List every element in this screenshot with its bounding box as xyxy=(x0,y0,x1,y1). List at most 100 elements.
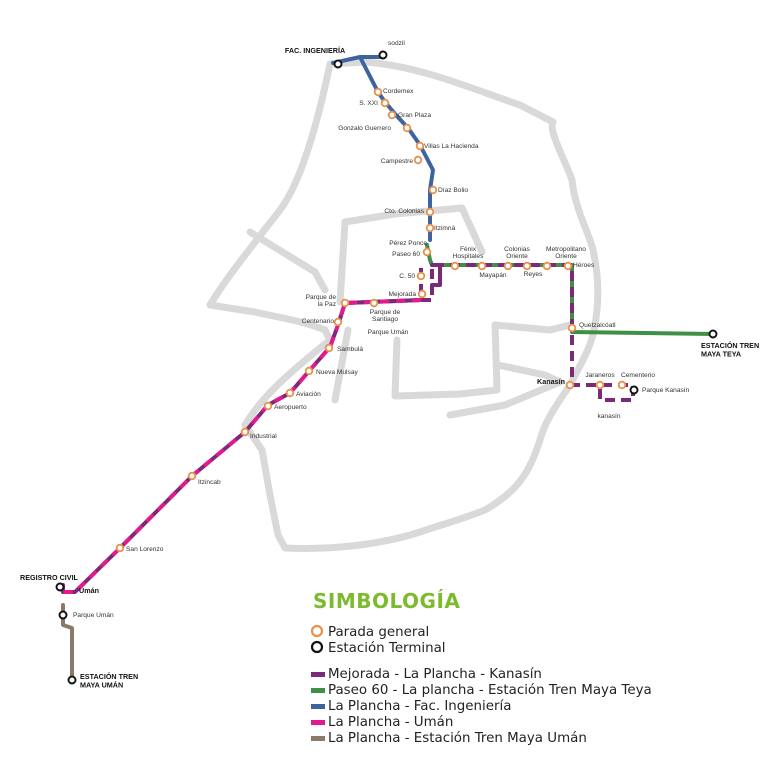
route-mejorada-loop xyxy=(430,263,442,287)
stop-marker xyxy=(373,87,383,97)
stop-marker xyxy=(563,261,573,271)
terminal-marker xyxy=(629,385,639,395)
stop-marker xyxy=(567,323,577,333)
stop-label: Aviación xyxy=(296,391,321,398)
stop-label: Quetzalcóatl xyxy=(579,322,616,329)
stop-label: Pérez Ponce xyxy=(389,240,427,247)
stop-marker xyxy=(503,261,513,271)
route-la-plancha-uman xyxy=(61,298,422,594)
stop-label: Centenario xyxy=(302,318,335,325)
stop-marker xyxy=(542,261,552,271)
stop-label: Villas La Hacienda xyxy=(424,143,479,150)
stop-label: San Lorenzo xyxy=(126,546,164,553)
stop-label: Cordemex xyxy=(383,88,414,95)
stop-marker xyxy=(285,388,295,398)
legend-swatch xyxy=(311,720,325,725)
stop-label: Jaraneros xyxy=(585,372,615,379)
stop-label: Mayapán xyxy=(479,272,506,279)
stop-marker xyxy=(115,543,125,553)
stop-marker xyxy=(187,471,197,481)
stop-marker xyxy=(565,380,575,390)
terminal-marker xyxy=(55,582,65,592)
stop-marker xyxy=(340,298,350,308)
legend-route-label: La Plancha - Estación Tren Maya Umán xyxy=(328,730,587,746)
stop-general-icon xyxy=(310,624,324,638)
stop-marker xyxy=(402,123,412,133)
stop-label: Reyes xyxy=(524,271,543,278)
stop-label: Gran Plaza xyxy=(398,112,431,119)
legend-route-label: La Plancha - Umán xyxy=(328,714,453,730)
legend-route-label: Mejorada - La Plancha - Kanasín xyxy=(328,666,542,682)
legend: SIMBOLOGÍA Parada general Estación Termi… xyxy=(310,589,652,746)
legend-stop-terminal: Estación Terminal xyxy=(328,640,446,656)
stop-label: Itzincab xyxy=(198,479,221,486)
stop-marker xyxy=(617,380,627,390)
stop-label: Industrial xyxy=(250,433,277,440)
terminal-marker xyxy=(378,50,388,60)
stop-label: kanasín xyxy=(597,413,620,420)
stop-label: Nueva Mulsay xyxy=(316,369,358,376)
stop-marker xyxy=(425,207,435,217)
stop-marker xyxy=(425,223,435,233)
stop-label: Parque Umán xyxy=(73,612,114,619)
stop-marker xyxy=(304,366,314,376)
stop-marker xyxy=(387,110,397,120)
stop-marker xyxy=(369,298,379,308)
stop-label: Aeropuerto xyxy=(274,404,307,411)
stop-label-kanasin: Kanasín xyxy=(537,377,565,386)
stop-marker xyxy=(450,261,460,271)
terminal-label-registro-civil: REGISTRO CIVIL xyxy=(20,573,79,582)
legend-stop-general: Parada general xyxy=(328,625,429,640)
terminal-marker xyxy=(708,329,718,339)
stop-label: Parque Umán xyxy=(368,329,409,336)
terminal-label-sodzil: sodzil xyxy=(388,40,405,47)
terminal-marker xyxy=(333,59,343,69)
stop-label: Mejorada xyxy=(389,291,417,298)
stop-label: Cementerio xyxy=(621,372,655,379)
stop-marker xyxy=(380,98,390,108)
stop-label: Itzimná xyxy=(434,225,456,232)
stop-label: Cto. Colonias xyxy=(384,208,424,215)
legend-title: SIMBOLOGÍA xyxy=(313,589,460,613)
stop-terminal-icon xyxy=(310,640,324,654)
stop-marker xyxy=(263,401,273,411)
terminal-label-uman: Umán xyxy=(79,586,99,595)
stop-marker xyxy=(240,427,250,437)
terminal-label-fac-ingenieria: FAC. INGENIERÍA xyxy=(285,46,345,55)
stop-marker xyxy=(522,261,532,271)
stop-marker xyxy=(595,380,605,390)
stop-label: Gonzalo Guerrero xyxy=(338,125,391,132)
city-outline xyxy=(206,58,602,552)
legend-swatch xyxy=(311,688,325,693)
terminal-marker xyxy=(58,610,68,620)
stop-label: Díaz Bolio xyxy=(438,187,468,194)
stop-marker xyxy=(422,247,432,257)
stop-marker xyxy=(413,155,423,165)
stop-marker xyxy=(428,185,438,195)
terminal-marker xyxy=(67,675,77,685)
stop-marker xyxy=(324,343,334,353)
stop-label: Sambulá xyxy=(337,346,363,353)
stop-label: Paseo 60 xyxy=(392,251,420,258)
stop-label: Héroes xyxy=(573,262,595,269)
legend-swatch xyxy=(311,736,325,741)
stop-label: Parque Kanasín xyxy=(642,387,690,394)
legend-swatch xyxy=(311,672,325,677)
legend-swatch xyxy=(311,704,325,709)
stop-marker xyxy=(416,271,426,281)
stop-label: Campestre xyxy=(381,158,414,165)
stop-marker xyxy=(415,141,425,151)
stop-marker xyxy=(477,261,487,271)
stop-marker xyxy=(417,289,427,299)
stop-label: S. XXI xyxy=(359,100,378,107)
